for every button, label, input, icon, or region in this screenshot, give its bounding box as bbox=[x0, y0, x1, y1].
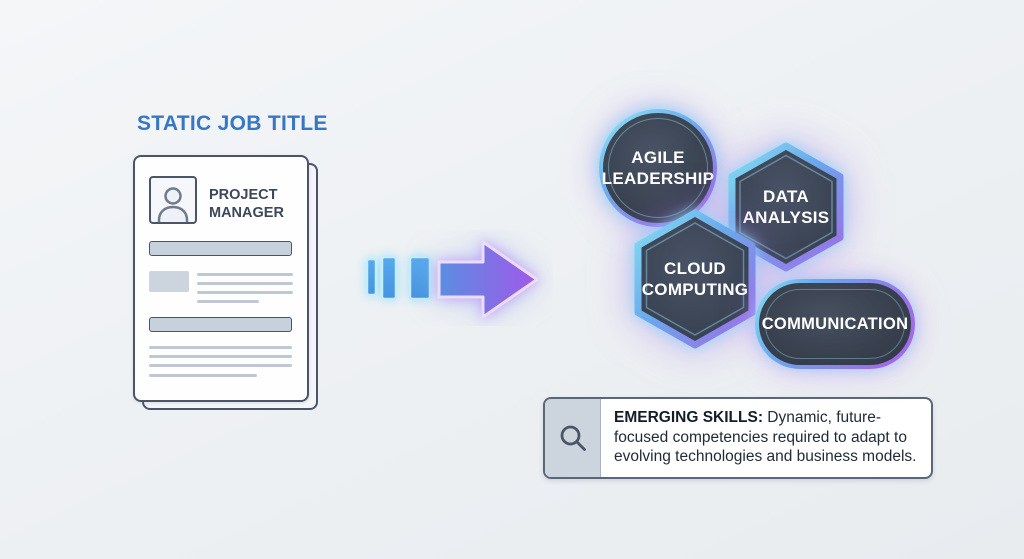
definition-text: Dynamic, future-focused competencies req… bbox=[614, 409, 917, 465]
search-icon-cell[interactable] bbox=[545, 399, 601, 477]
skill-badge-cloud-computing: CLOUD COMPUTING bbox=[630, 207, 760, 351]
resume-text-line bbox=[197, 300, 259, 303]
resume-section-bar bbox=[149, 241, 292, 256]
badge-gradient-ring bbox=[755, 279, 915, 369]
resume-text-line bbox=[149, 364, 292, 367]
skill-label: COMMUNICATION bbox=[761, 314, 909, 333]
resume-section-bar bbox=[149, 317, 292, 332]
definition-term: EMERGING SKILLS: bbox=[614, 409, 763, 426]
resume-text-line bbox=[149, 374, 257, 377]
skill-label: CLOUD COMPUTING bbox=[641, 259, 749, 299]
page-title: STATIC JOB TITLE bbox=[137, 112, 328, 135]
skill-badge-data-analysis: DATA ANALYSIS bbox=[724, 140, 848, 274]
resume-text-line bbox=[149, 355, 292, 358]
resume-text-line bbox=[197, 291, 293, 294]
resume-card: PROJECT MANAGER bbox=[133, 155, 309, 402]
hexagon-icon bbox=[634, 209, 756, 349]
skill-badge-agile-leadership: AGILE LEADERSHIP bbox=[599, 109, 717, 227]
skill-label: DATA ANALYSIS bbox=[742, 187, 830, 227]
arrow-dash-bars bbox=[365, 255, 432, 301]
badge-fill bbox=[603, 113, 713, 223]
resume-text-line bbox=[197, 273, 293, 276]
skill-label: AGILE LEADERSHIP bbox=[601, 148, 715, 188]
person-icon bbox=[157, 187, 189, 222]
resume-card-stack: PROJECT MANAGER bbox=[133, 155, 319, 411]
resume-thumbnail-block bbox=[149, 271, 189, 292]
arrow-head bbox=[437, 240, 539, 319]
search-icon bbox=[560, 425, 586, 451]
badge-gradient-ring bbox=[599, 109, 717, 227]
badge-fill bbox=[759, 283, 911, 365]
avatar bbox=[149, 176, 197, 224]
hexagon-icon bbox=[728, 142, 844, 272]
skill-badge-communication: COMMUNICATION bbox=[755, 279, 915, 369]
transition-arrow-icon bbox=[365, 240, 539, 319]
emerging-skills-search-bar[interactable]: EMERGING SKILLS: Dynamic, future-focused… bbox=[543, 397, 933, 479]
resume-text-line bbox=[149, 346, 292, 349]
emerging-skills-definition: EMERGING SKILLS: Dynamic, future-focused… bbox=[601, 399, 931, 477]
job-title-text: PROJECT MANAGER bbox=[209, 187, 284, 221]
resume-text-line bbox=[197, 282, 293, 285]
